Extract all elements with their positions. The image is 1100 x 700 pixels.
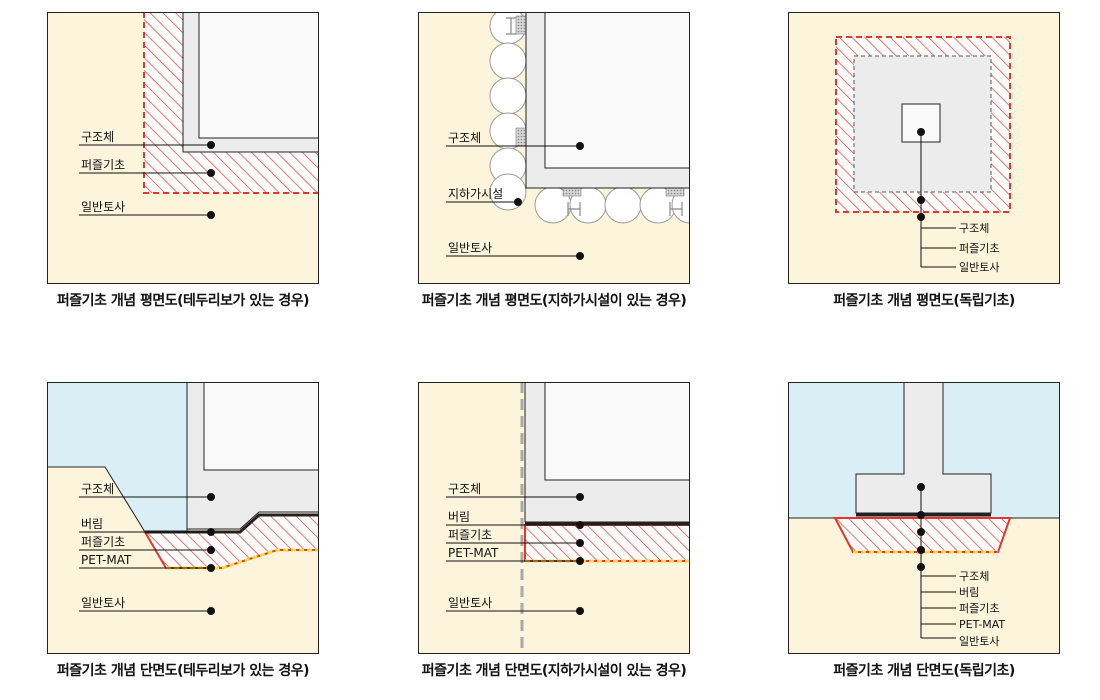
label-general-soil: 일반토사 bbox=[959, 634, 999, 648]
label-structure: 구조체 bbox=[448, 131, 481, 145]
structure-interior bbox=[203, 382, 319, 471]
leader-dot bbox=[207, 528, 215, 536]
panel-plan-temporary-works: 구조체 지하가시설 일반토사 bbox=[418, 12, 690, 284]
leader-dot bbox=[207, 141, 215, 149]
panel-frame bbox=[418, 12, 690, 284]
leader-dot bbox=[917, 528, 925, 536]
leader-dot bbox=[576, 557, 584, 565]
plan-temporary-works-drawing: 구조체 지하가시설 일반토사 bbox=[418, 12, 690, 284]
label-lean-concrete: 버림 bbox=[448, 510, 470, 524]
leader-dot bbox=[576, 607, 584, 615]
label-puzzle-foundation: 퍼즐기초 bbox=[959, 602, 999, 615]
panel-frame bbox=[47, 12, 319, 284]
h-pile-sections bbox=[506, 17, 683, 216]
panel-section-temporary-works: 구조체 버림 퍼즐기초 PET-MAT 일반토사 bbox=[418, 382, 690, 654]
leader-dot bbox=[207, 546, 215, 554]
panel-frame bbox=[47, 382, 319, 654]
foundation-outline bbox=[143, 12, 319, 194]
leader-dot bbox=[917, 511, 925, 519]
leader-dot bbox=[207, 169, 215, 177]
label-puzzle-foundation: 퍼즐기초 bbox=[959, 242, 999, 255]
label-general-soil: 일반토사 bbox=[959, 260, 999, 274]
leader-dot bbox=[576, 521, 584, 529]
label-pet-mat: PET-MAT bbox=[81, 553, 132, 567]
leader-dot bbox=[207, 211, 215, 219]
label-structure: 구조체 bbox=[448, 482, 481, 496]
panel-frame bbox=[418, 382, 690, 654]
caption-plan-isolated: 퍼즐기초 개념 평면도(독립기초) bbox=[833, 293, 1015, 309]
caption-section-edge-beam: 퍼즐기초 개념 단면도(테두리보가 있는 경우) bbox=[56, 663, 310, 679]
caption-plan-edge-beam: 퍼즐기초 개념 평면도(테두리보가 있는 경우) bbox=[56, 293, 310, 309]
leader-dot bbox=[207, 564, 215, 572]
structure-interior bbox=[198, 12, 319, 139]
label-structure: 구조체 bbox=[81, 130, 114, 144]
leader-dot bbox=[917, 196, 925, 204]
label-structure: 구조체 bbox=[959, 222, 989, 235]
label-general-soil: 일반토사 bbox=[448, 596, 492, 610]
caption-section-isolated: 퍼즐기초 개념 단면도(독립기초) bbox=[833, 663, 1015, 679]
panel-section-isolated: 구조체 버림 퍼즐기초 PET-MAT 일반토사 bbox=[788, 382, 1060, 654]
leader-dot bbox=[207, 607, 215, 615]
structure-interior bbox=[544, 382, 690, 481]
label-structure: 구조체 bbox=[959, 570, 989, 583]
leader-dot bbox=[207, 493, 215, 501]
leader-dot bbox=[917, 128, 925, 136]
leader-dot bbox=[917, 546, 925, 554]
section-edge-beam-drawing: 구조체 버림 퍼즐기초 PET-MAT 일반토사 bbox=[47, 382, 319, 654]
leader-dot bbox=[576, 252, 584, 260]
panel-section-edge-beam: 구조체 버림 퍼즐기초 PET-MAT 일반토사 bbox=[47, 382, 319, 654]
footing-body bbox=[855, 382, 992, 514]
label-lean-concrete: 버림 bbox=[81, 517, 103, 531]
leader-dot bbox=[917, 483, 925, 491]
caption-plan-temporary-works: 퍼즐기초 개념 평면도(지하가시설이 있는 경우) bbox=[421, 293, 687, 309]
label-pet-mat: PET-MAT bbox=[448, 546, 499, 560]
label-puzzle-foundation: 퍼즐기초 bbox=[81, 535, 125, 549]
label-pet-mat: PET-MAT bbox=[959, 618, 1005, 631]
label-puzzle-foundation: 퍼즐기초 bbox=[81, 158, 125, 172]
panel-plan-isolated: 구조체 퍼즐기초 일반토사 bbox=[788, 12, 1060, 284]
leader-dot bbox=[576, 493, 584, 501]
panel-plan-edge-beam: 구조체 퍼즐기초 일반토사 bbox=[47, 12, 319, 284]
plan-isolated-drawing: 구조체 퍼즐기초 일반토사 bbox=[788, 12, 1060, 284]
leader-dot bbox=[917, 563, 925, 571]
caption-section-temporary-works: 퍼즐기초 개념 단면도(지하가시설이 있는 경우) bbox=[421, 663, 687, 679]
label-lean-concrete: 버림 bbox=[959, 586, 979, 599]
label-general-soil: 일반토사 bbox=[81, 596, 125, 610]
plan-edge-beam-drawing: 구조체 퍼즐기초 일반토사 bbox=[47, 12, 319, 284]
section-temporary-works-drawing: 구조체 버림 퍼즐기초 PET-MAT 일반토사 bbox=[418, 382, 690, 654]
panel-frame bbox=[788, 382, 1060, 654]
leader-dot bbox=[917, 213, 925, 221]
leader-dot bbox=[514, 198, 522, 206]
panel-frame bbox=[788, 12, 1060, 284]
label-general-soil: 일반토사 bbox=[81, 200, 125, 214]
label-structure: 구조체 bbox=[81, 482, 114, 496]
label-general-soil: 일반토사 bbox=[448, 241, 492, 255]
leader-dot bbox=[576, 539, 584, 547]
label-temporary-works: 지하가시설 bbox=[448, 187, 503, 201]
label-puzzle-foundation: 퍼즐기초 bbox=[448, 528, 492, 542]
leader-dot bbox=[576, 142, 584, 150]
section-isolated-drawing: 구조체 버림 퍼즐기초 PET-MAT 일반토사 bbox=[788, 382, 1060, 654]
structure-interior bbox=[544, 12, 690, 169]
